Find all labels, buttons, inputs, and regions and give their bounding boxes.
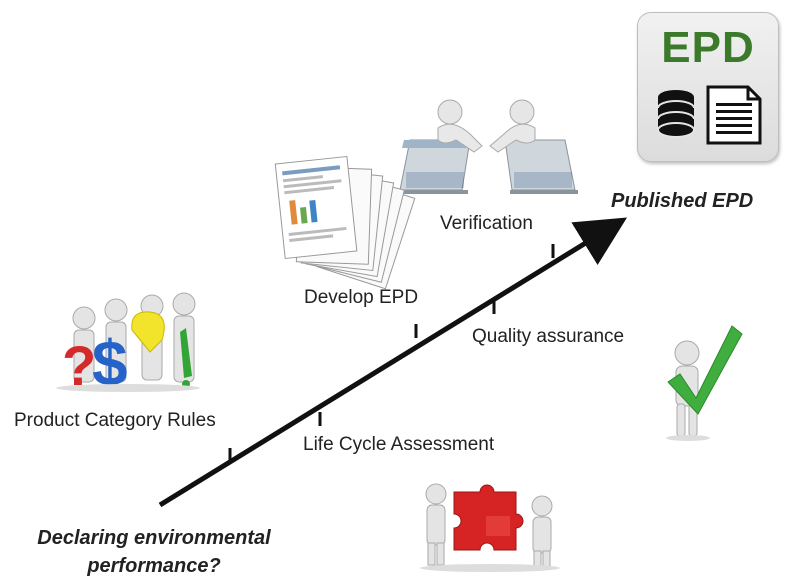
document-icon bbox=[706, 85, 762, 145]
start-question-line1: Declaring environmental bbox=[37, 527, 271, 549]
database-icon bbox=[657, 90, 695, 138]
epd-badge-title: EPD bbox=[661, 23, 755, 72]
product-category-rules-label: Product Category Rules bbox=[14, 410, 216, 431]
life-cycle-assessment-label: Life Cycle Assessment bbox=[303, 434, 495, 455]
published-epd-label: Published EPD bbox=[611, 190, 754, 212]
verification-label: Verification bbox=[440, 213, 533, 234]
checkmark-figure-icon bbox=[666, 325, 743, 441]
published-epd-badge: EPD bbox=[637, 12, 779, 162]
start-question-line2: performance? bbox=[87, 555, 221, 577]
puzzle-figures-icon bbox=[420, 483, 560, 572]
question-figures-icon: ? $ bbox=[56, 292, 200, 399]
quality-assurance-label: Quality assurance bbox=[472, 326, 625, 347]
report-pages-icon bbox=[274, 155, 416, 290]
timeline-arrow bbox=[158, 217, 628, 508]
start-question-label: Declaring environmental performance? bbox=[14, 524, 294, 580]
epd-badge-icons bbox=[657, 85, 762, 145]
handshake-laptops-icon bbox=[398, 99, 578, 194]
develop-epd-label: Develop EPD bbox=[304, 287, 419, 308]
